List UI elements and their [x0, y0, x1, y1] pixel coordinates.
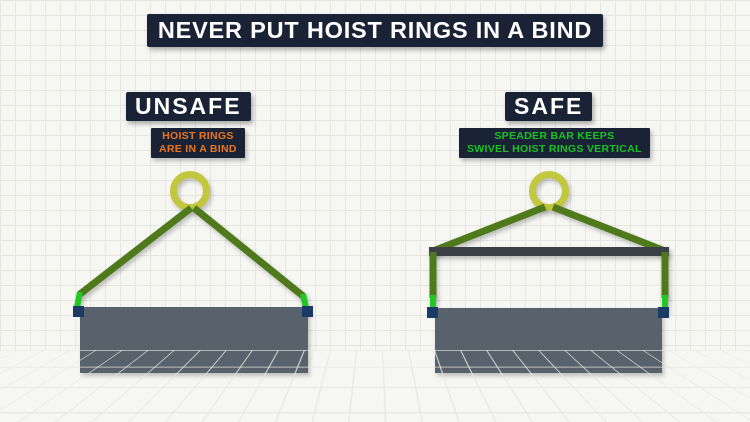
spreader-bar — [429, 247, 669, 256]
safe-heading: SAFE — [505, 92, 593, 121]
mount-left — [427, 307, 438, 318]
title-banner: NEVER PUT HOIST RINGS IN A BIND — [147, 14, 603, 47]
sling-leg-right — [191, 205, 306, 299]
safe-caption: SPEADER BAR KEEPS SWIVEL HOIST RINGS VER… — [459, 128, 650, 158]
unsafe-caption-line-2: ARE IN A BIND — [159, 142, 237, 155]
safe-caption-line-1: SPEADER BAR KEEPS — [494, 130, 615, 142]
unsafe-caption-line-1: HOIST RINGS — [162, 130, 234, 142]
mount-left — [73, 306, 84, 317]
load-block — [80, 307, 308, 373]
master-ring-icon — [170, 171, 210, 211]
mount-right — [658, 307, 669, 318]
unsafe-caption: HOIST RINGS ARE IN A BIND — [151, 128, 245, 158]
page-title: NEVER PUT HOIST RINGS IN A BIND — [157, 17, 593, 43]
unsafe-rig — [73, 171, 313, 373]
safe-caption-line-2: SWIVEL HOIST RINGS VERTICAL — [467, 142, 642, 155]
sling-leg-left — [77, 205, 194, 297]
load-block — [435, 308, 662, 373]
sling-leg-right — [551, 203, 667, 255]
unsafe-heading: UNSAFE — [126, 92, 251, 121]
mount-right — [302, 306, 313, 317]
sling-leg-left — [431, 203, 547, 255]
safe-rig — [427, 171, 669, 373]
master-ring-icon — [529, 171, 569, 211]
